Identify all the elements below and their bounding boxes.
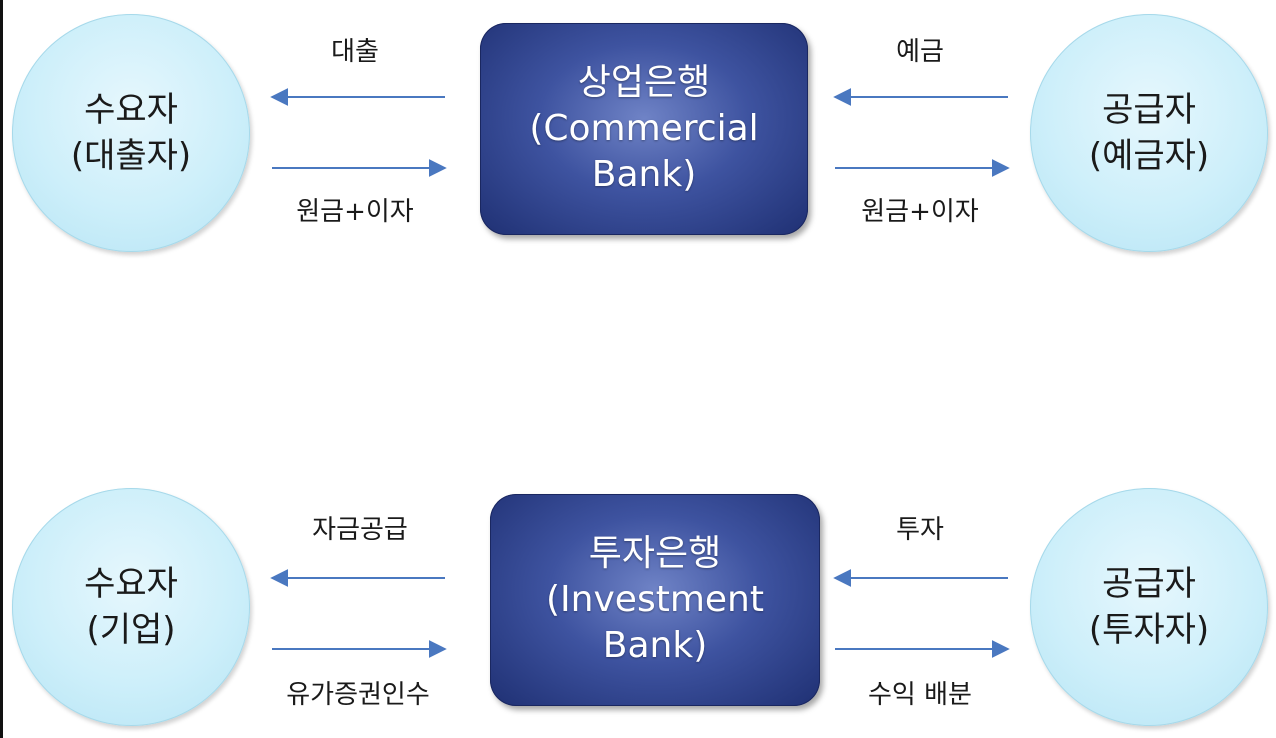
investment-bank-node: 투자은행 (Investment Bank) bbox=[490, 494, 820, 706]
commercial-demand-subtitle: (대출자) bbox=[70, 136, 192, 176]
investment-invest-label: 투자 bbox=[896, 515, 944, 545]
investment-demand-subtitle: (기업) bbox=[86, 610, 176, 650]
commercial-bank-english-2: Bank) bbox=[591, 154, 697, 195]
commercial-repay-label-right: 원금+이자 bbox=[861, 197, 979, 227]
investment-demand-node: 수요자 (기업) bbox=[12, 488, 250, 726]
commercial-bank-title: 상업은행 bbox=[577, 62, 711, 103]
commercial-supply-subtitle: (예금자) bbox=[1088, 136, 1210, 176]
investment-supply-title: 공급자 bbox=[1102, 564, 1196, 604]
commercial-bank-english-1: (Commercial bbox=[529, 108, 759, 149]
commercial-demand-node: 수요자 (대출자) bbox=[12, 14, 250, 252]
frame-border bbox=[0, 0, 3, 738]
commercial-repay-label-left: 원금+이자 bbox=[296, 197, 414, 227]
investment-bank-english-2: Bank) bbox=[602, 625, 708, 666]
commercial-supply-node: 공급자 (예금자) bbox=[1030, 14, 1268, 252]
commercial-demand-title: 수요자 bbox=[84, 90, 178, 130]
investment-supply-subtitle: (투자자) bbox=[1088, 610, 1210, 650]
investment-funding-label: 자금공급 bbox=[312, 515, 408, 545]
investment-demand-title: 수요자 bbox=[84, 564, 178, 604]
investment-bank-english-1: (Investment bbox=[546, 579, 764, 620]
commercial-deposit-label: 예금 bbox=[896, 37, 944, 67]
investment-underwriting-label: 유가증권인수 bbox=[286, 680, 430, 710]
commercial-loan-label: 대출 bbox=[331, 37, 379, 67]
investment-supply-node: 공급자 (투자자) bbox=[1030, 488, 1268, 726]
investment-bank-title: 투자은행 bbox=[588, 533, 722, 574]
commercial-bank-node: 상업은행 (Commercial Bank) bbox=[480, 23, 808, 235]
commercial-supply-title: 공급자 bbox=[1102, 90, 1196, 130]
investment-profit-label: 수익 배분 bbox=[868, 680, 972, 710]
